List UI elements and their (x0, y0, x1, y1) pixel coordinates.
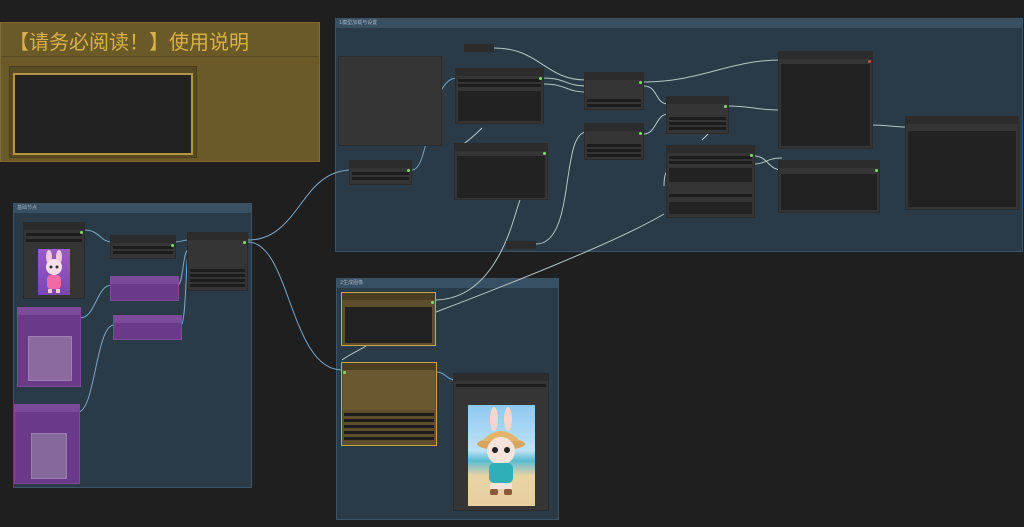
settings-node-brown[interactable] (341, 362, 437, 446)
prompt-node[interactable] (341, 292, 436, 346)
note-inner-text-area[interactable] (13, 73, 193, 155)
node-loader-small[interactable] (349, 160, 412, 185)
node-small-reroute-top[interactable] (464, 44, 494, 52)
note-node[interactable]: 【请务必阅读！】使用说明 (0, 22, 320, 162)
node-reroute-bottom[interactable] (506, 241, 536, 249)
group-right-top-title: 1模型加载与设置 (336, 19, 1022, 28)
node-small-1[interactable] (110, 235, 176, 259)
prompt-text-area[interactable] (345, 307, 432, 343)
node-large-left[interactable] (338, 56, 442, 146)
wire (247, 241, 343, 371)
bunny-beach-image (468, 405, 535, 506)
node-settings-stack[interactable] (666, 145, 755, 218)
purple-node-2[interactable] (113, 315, 182, 340)
group-right-bottom-title: 2生成图像 (337, 279, 558, 288)
pink-bunny-image (38, 249, 70, 295)
purple-image-node-1[interactable] (17, 307, 81, 387)
load-image-node-1[interactable] (23, 222, 85, 299)
node-preview-b[interactable] (778, 160, 880, 213)
image-placeholder (28, 336, 72, 381)
node-decode[interactable] (666, 96, 729, 134)
purple-image-node-2[interactable] (14, 404, 80, 484)
purple-node-1[interactable] (110, 276, 179, 301)
node-sampler-a[interactable] (584, 72, 644, 110)
node-text-encode[interactable] (454, 143, 548, 200)
group-left-title: 基础节点 (14, 204, 251, 213)
node-preview-a[interactable] (778, 51, 873, 149)
note-inner-node[interactable] (9, 66, 197, 158)
node-sampler-b[interactable] (584, 123, 644, 160)
output-preview-node[interactable] (453, 373, 549, 511)
note-header-bar (1, 56, 319, 57)
node-combine-1[interactable] (187, 232, 248, 291)
note-title: 【请务必阅读！】使用说明 (9, 30, 249, 54)
node-model-loader[interactable] (455, 68, 544, 124)
image-placeholder (31, 433, 67, 479)
node-save-image[interactable] (905, 116, 1019, 210)
